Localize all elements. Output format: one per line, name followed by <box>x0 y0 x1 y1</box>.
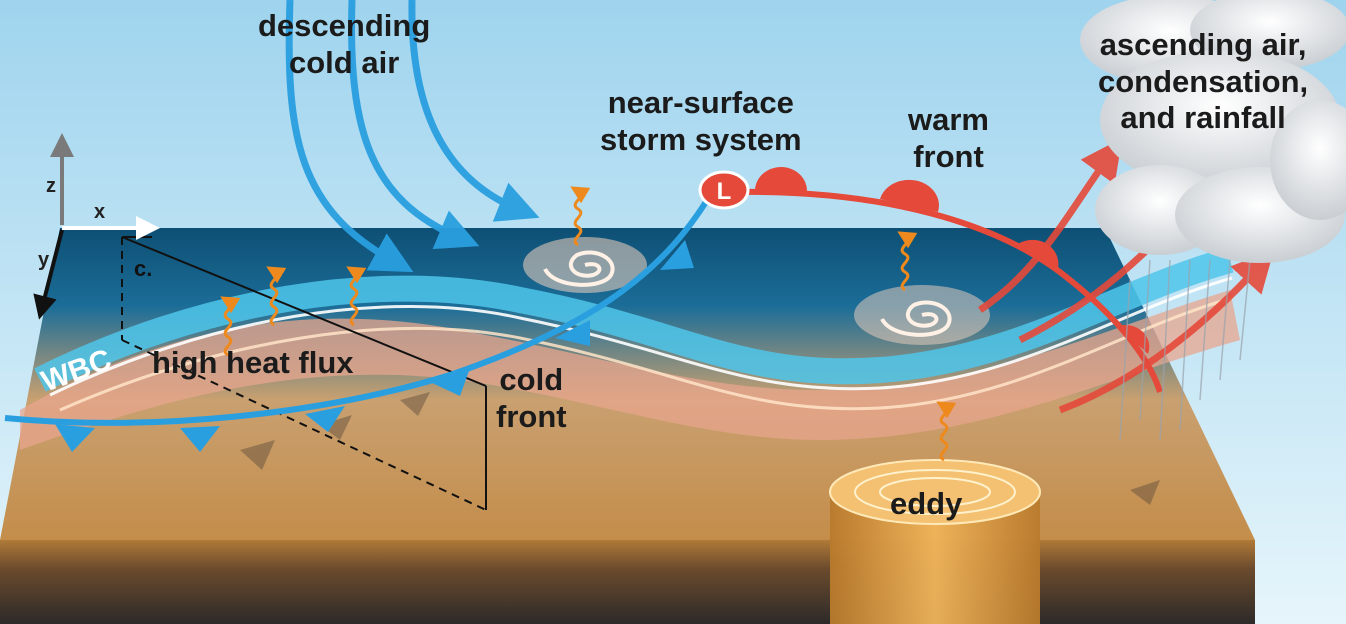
descending-cold-air-label: descending cold air <box>258 8 430 81</box>
storm-line-1: near-surface <box>607 85 794 120</box>
cold-front-line <box>4 190 715 426</box>
spiral-eddy-icon <box>523 237 647 293</box>
cloud-icon <box>1080 0 1346 263</box>
eddy-cylinder <box>829 459 1041 624</box>
ascending-line-1: ascending air, <box>1099 27 1307 62</box>
eddy-text: eddy <box>890 486 963 521</box>
slab-side <box>0 540 1255 624</box>
cross-section-outline <box>121 236 487 511</box>
high-heat-flux-label: high heat flux <box>152 345 354 382</box>
warm-front-line-1: warm <box>908 102 989 137</box>
current-streak <box>49 276 1233 397</box>
front-shadows <box>240 392 1160 505</box>
spiral-eddy-icon <box>854 285 990 345</box>
y-axis-label: y <box>38 249 50 271</box>
warm-front-line <box>737 188 1163 393</box>
cold-front-triangle-icon <box>55 240 694 452</box>
low-pressure-label: L <box>717 178 732 205</box>
ascending-air-label: ascending air, condensation, and rainfal… <box>1098 27 1308 137</box>
z-axis-label: z <box>46 175 56 197</box>
descending-air-arrows <box>285 0 540 273</box>
storm-line-2: storm system <box>600 121 802 157</box>
high-heat-flux-text: high heat flux <box>152 345 354 380</box>
section-label: c. <box>134 256 152 281</box>
axes <box>33 133 160 320</box>
warm-front-label: warm front <box>908 102 989 175</box>
ascending-line-2: condensation, <box>1098 63 1309 99</box>
low-pressure-icon <box>698 170 750 210</box>
current-streak <box>59 296 1233 412</box>
current-band <box>34 247 1234 392</box>
descending-line-2: cold air <box>289 44 400 80</box>
rainfall <box>1119 259 1251 441</box>
warm-water-band <box>20 290 1240 450</box>
cold-front-label: cold front <box>496 362 567 435</box>
eddy-label: eddy <box>890 486 962 523</box>
cold-front-line-2: front <box>496 398 567 434</box>
cold-front-line-1: cold <box>499 362 564 397</box>
descending-line-1: descending <box>258 8 431 43</box>
x-axis-label: x <box>94 201 105 223</box>
warm-front-line-2: front <box>913 138 984 174</box>
storm-system-label: near-surface storm system <box>600 85 802 158</box>
ascending-line-3: and rainfall <box>1120 100 1286 136</box>
